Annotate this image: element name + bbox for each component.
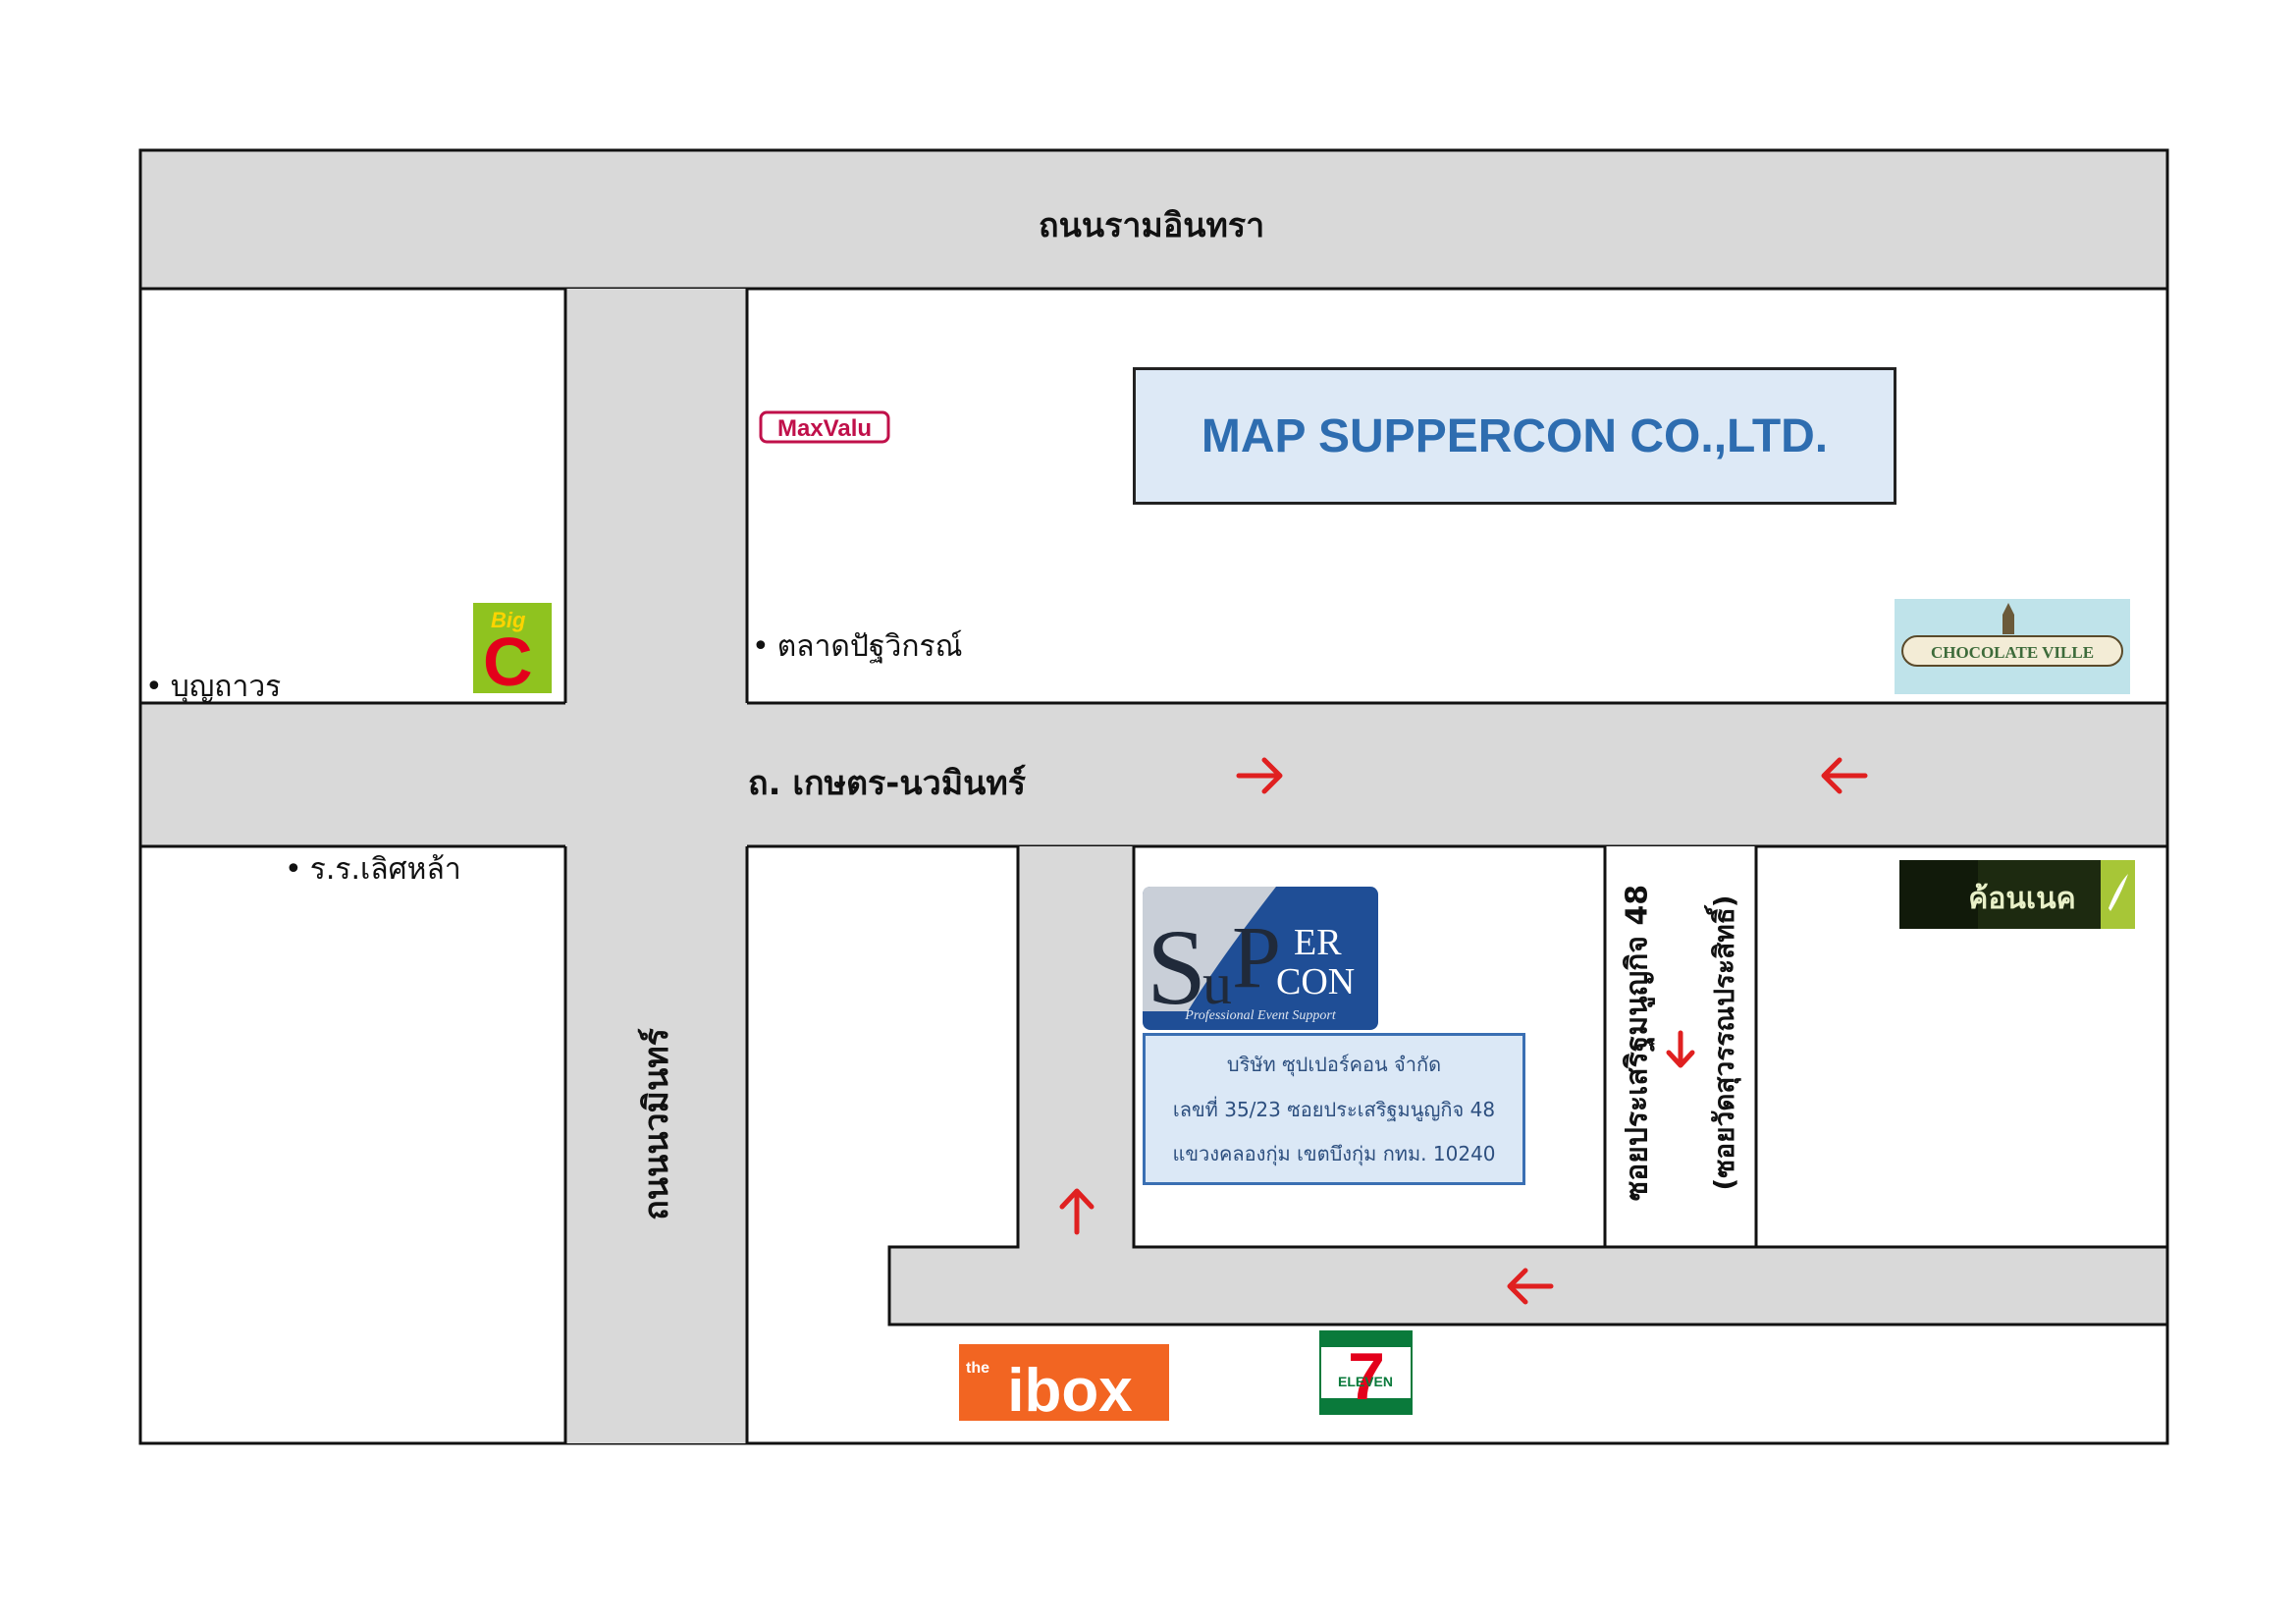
road-ramintra bbox=[138, 148, 2169, 291]
bigc-big-text: Big bbox=[491, 608, 526, 632]
place-boonthaworn: บุญถาวร bbox=[145, 664, 282, 710]
supercon-s-text: S bbox=[1147, 907, 1206, 1027]
arrow-left bbox=[1507, 1268, 1554, 1305]
road-side-lane bbox=[1018, 846, 1134, 1247]
address-line-3: แขวงคลองกุ่ม เขตบึงกุ่ม กทม. 10240 bbox=[1172, 1141, 1496, 1165]
arrow-left bbox=[1821, 757, 1868, 794]
bigc-logo-icon: Big C bbox=[473, 603, 552, 700]
seven-eleven-text: ELEVEN bbox=[1338, 1374, 1393, 1389]
maxvalu-logo-icon: MaxValu bbox=[759, 410, 890, 444]
ibox-the-text: the bbox=[966, 1360, 989, 1377]
chocolate-ville-logo-icon: CHOCOLATE VILLE bbox=[1895, 599, 2130, 694]
ibox-text: ibox bbox=[1007, 1357, 1133, 1425]
bigc-c-text: C bbox=[483, 623, 533, 700]
road-lane-junction bbox=[1019, 1243, 1133, 1251]
arrow-right bbox=[1236, 757, 1283, 794]
maxvalu-text: MaxValu bbox=[777, 415, 872, 442]
page-title: MAP SUPPERCON CO.,LTD. bbox=[1201, 409, 1829, 462]
khonnake-logo-icon: ค้อนเนค bbox=[1899, 860, 2135, 929]
chocolate-ville-text: CHOCOLATE VILLE bbox=[1931, 643, 2094, 662]
address-line-1: บริษัท ซุปเปอร์คอน จำกัด bbox=[1226, 1053, 1442, 1077]
supercon-tagline: Professional Event Support bbox=[1184, 1008, 1337, 1023]
address-line-2: เลขที่ 35/23 ซอยประเสริฐมนูญกิจ 48 bbox=[1172, 1097, 1496, 1121]
road-nawamin bbox=[565, 289, 747, 1443]
supercon-u-text: u bbox=[1202, 951, 1232, 1016]
ibox-logo-icon: the ibox bbox=[959, 1344, 1169, 1425]
road-label-kaset-nawamin: ถ. เกษตร-นวมินทร์ bbox=[748, 764, 1027, 803]
supercon-logo-icon: S u P ER CON Professional Event Support bbox=[1143, 887, 1378, 1030]
road-label-soi-48: ซอยประเสริฐมนูญกิจ 48 bbox=[1620, 884, 1655, 1202]
supercon-er-text: ER bbox=[1294, 922, 1342, 963]
seven-text: 7 bbox=[1348, 1339, 1385, 1414]
company-address-box: บริษัท ซุปเปอร์คอน จำกัด เลขที่ 35/23 ซอ… bbox=[1143, 1033, 1525, 1185]
supercon-con-text: CON bbox=[1276, 961, 1355, 1002]
place-school: ร.ร.เลิศหล้า bbox=[285, 846, 461, 893]
seven-eleven-logo-icon: 7 ELEVEN bbox=[1319, 1330, 1413, 1415]
arrow-down bbox=[1666, 1030, 1695, 1068]
map-title-box: MAP SUPPERCON CO.,LTD. bbox=[1133, 367, 1896, 505]
supercon-p-text: P bbox=[1232, 909, 1281, 1006]
place-talad: ตลาดปัฐวิกรณ์ bbox=[752, 623, 963, 670]
road-label-soi-alt: (ซอยวัดสุวรรณประสิทธิ์) bbox=[1708, 894, 1740, 1191]
road-label-nawamin: ถนนนวมินทร์ bbox=[637, 1028, 676, 1220]
khonnake-text: ค้อนเนค bbox=[1968, 882, 2075, 916]
road-label-ramintra: ถนนรามอินทรา bbox=[1039, 206, 1265, 245]
arrow-up bbox=[1059, 1188, 1095, 1235]
